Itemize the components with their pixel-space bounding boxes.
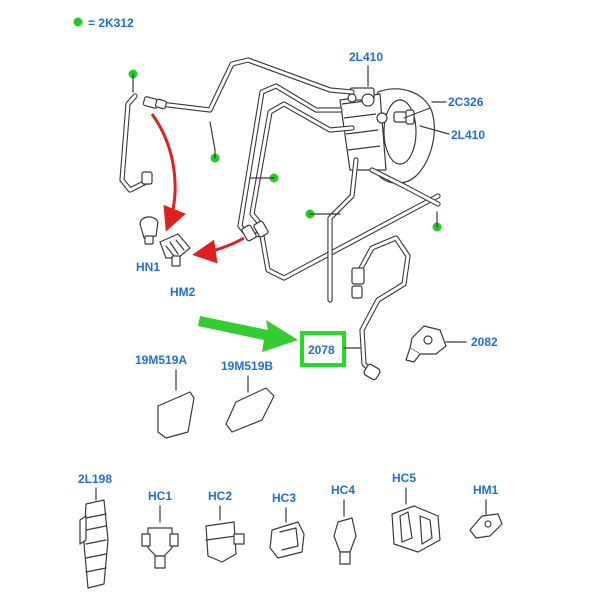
clip-location-dots: [128, 69, 442, 232]
part-2082-bracket: 2082: [405, 325, 498, 363]
red-arrows: [150, 113, 245, 264]
svg-text:2078: 2078: [308, 343, 335, 357]
svg-text:19M519A: 19M519A: [135, 353, 187, 367]
svg-text:2L410: 2L410: [349, 50, 383, 64]
callout-2c326: 2C326: [431, 95, 484, 109]
part-19m519b: 19M519B: [221, 359, 275, 433]
legend-dot-icon: [73, 17, 83, 27]
callout-2l410-top: 2L410: [349, 50, 383, 87]
svg-text:HC4: HC4: [331, 483, 355, 497]
svg-text:2C326: 2C326: [448, 95, 484, 109]
svg-text:2L410: 2L410: [451, 128, 485, 142]
svg-text:HC2: HC2: [208, 489, 232, 503]
part-hn1: HN1: [136, 216, 160, 274]
clip-hc3: HC3: [269, 491, 305, 559]
svg-text:19M519B: 19M519B: [221, 359, 273, 373]
svg-text:2L198: 2L198: [78, 472, 112, 486]
clip-hc2: HC2: [205, 489, 245, 563]
green-arrow-icon: [198, 316, 298, 352]
svg-text:HM1: HM1: [473, 483, 499, 497]
brake-pipes: [119, 57, 441, 381]
part-hm2: HM2: [159, 233, 196, 299]
svg-text:HC1: HC1: [148, 489, 172, 503]
clip-hc4: HC4: [331, 483, 357, 565]
legend: = 2K312: [73, 16, 134, 30]
clip-hc1: HC1: [141, 489, 179, 569]
svg-text:HC5: HC5: [392, 471, 416, 485]
clip-hc5: HC5: [391, 471, 441, 553]
legend-label: = 2K312: [88, 16, 134, 30]
svg-text:HC3: HC3: [272, 491, 296, 505]
callout-2l410-right: 2L410: [419, 125, 485, 142]
callout-2078: 2078: [300, 331, 361, 367]
clip-2l198: 2L198: [78, 472, 112, 589]
part-19m519a: 19M519A: [135, 353, 195, 439]
clip-hm1: HM1: [469, 483, 503, 539]
svg-text:2082: 2082: [471, 335, 498, 349]
svg-text:HM2: HM2: [170, 285, 196, 299]
svg-text:HN1: HN1: [136, 260, 160, 274]
